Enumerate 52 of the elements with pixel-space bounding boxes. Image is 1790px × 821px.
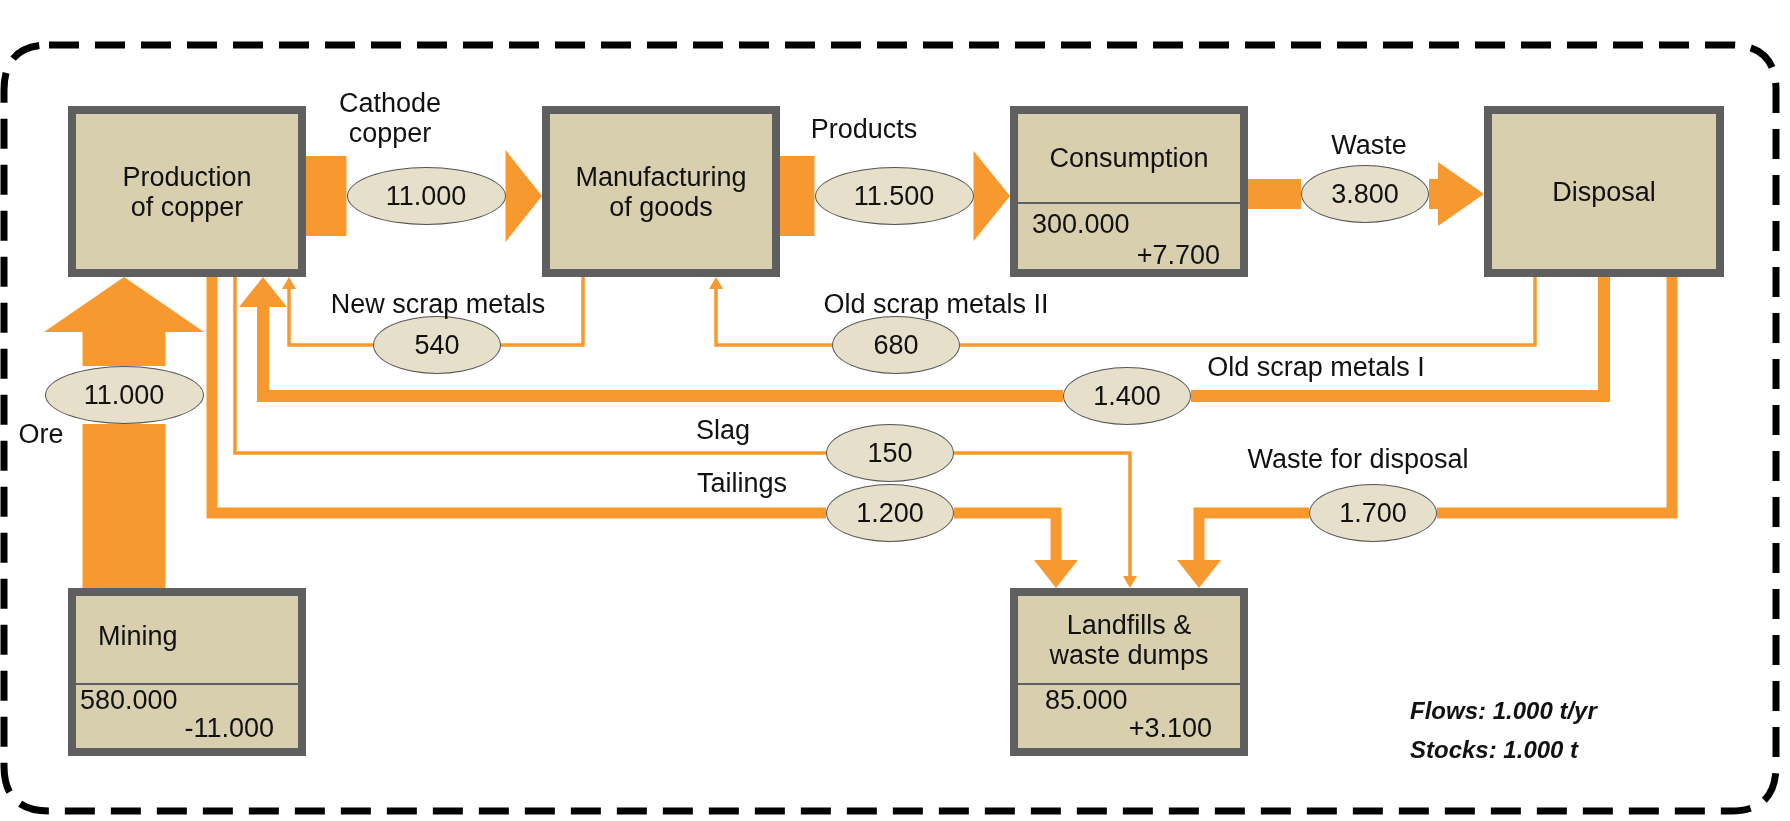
flow-value: 1.400 <box>1093 381 1161 411</box>
value-ellipse <box>44 366 204 424</box>
flow-arrow <box>1429 162 1484 226</box>
flow-name: Waste for disposal <box>1247 444 1469 474</box>
flow-name: Tailings <box>697 468 787 498</box>
stock-box <box>1010 588 1248 756</box>
unit-note: Flows: 1.000 t/yr <box>1410 697 1597 725</box>
flow-arrow <box>282 277 373 347</box>
flow-arrow <box>954 451 1137 588</box>
flow-name: Slag <box>696 415 750 445</box>
flow-name: Old scrap metals II <box>823 289 1049 319</box>
flow-name: Cathode copper <box>337 88 443 148</box>
process-name: Consumption <box>1048 143 1210 173</box>
flow-value: 150 <box>867 438 913 468</box>
unit-note: Stocks: 1.000 t <box>1410 736 1579 764</box>
flow-arrow <box>709 277 832 347</box>
flow-value: 1.700 <box>1339 498 1407 528</box>
flow-value: 11.000 <box>385 181 467 211</box>
flow-value: 1.200 <box>856 498 924 528</box>
flow-arrow <box>973 150 1010 242</box>
stock-change: +3.100 <box>1128 713 1212 743</box>
process-box <box>542 106 780 277</box>
flow-value: 11.500 <box>853 181 935 211</box>
flow-arrow <box>44 277 204 366</box>
process-name: Manufacturing of goods <box>574 161 748 222</box>
flow-arrow <box>1177 507 1309 588</box>
flow-value: 11.000 <box>83 380 165 410</box>
flow-name: Ore <box>18 419 64 449</box>
process-name: Production of copper <box>121 161 253 222</box>
flow-name: Products <box>810 114 918 144</box>
stock-box <box>68 588 306 756</box>
process-name: Landfills & waste dumps <box>1048 609 1210 670</box>
stock-value: 85.000 <box>1045 685 1128 715</box>
value-ellipse <box>1301 165 1429 223</box>
stock-change: +7.700 <box>1136 240 1220 270</box>
process-box <box>1484 106 1724 277</box>
stock-box <box>1010 106 1248 277</box>
process-box <box>68 106 306 277</box>
flow-name: New scrap metals <box>330 289 546 319</box>
stock-value: 300.000 <box>1032 209 1130 239</box>
process-name: Mining <box>98 620 178 651</box>
flow-name: Waste <box>1331 130 1407 160</box>
flow-arrow <box>239 277 1063 402</box>
flow-value: 540 <box>414 330 460 360</box>
stock-change: -11.000 <box>184 713 274 743</box>
flow-value: 3.800 <box>1331 179 1399 209</box>
process-name: Disposal <box>1552 176 1656 207</box>
flow-arrow <box>954 507 1078 588</box>
flow-name: Old scrap metals I <box>1207 352 1425 382</box>
stock-value: 580.000 <box>80 685 178 715</box>
flow-value: 680 <box>873 330 919 360</box>
flow-arrow <box>505 150 542 242</box>
